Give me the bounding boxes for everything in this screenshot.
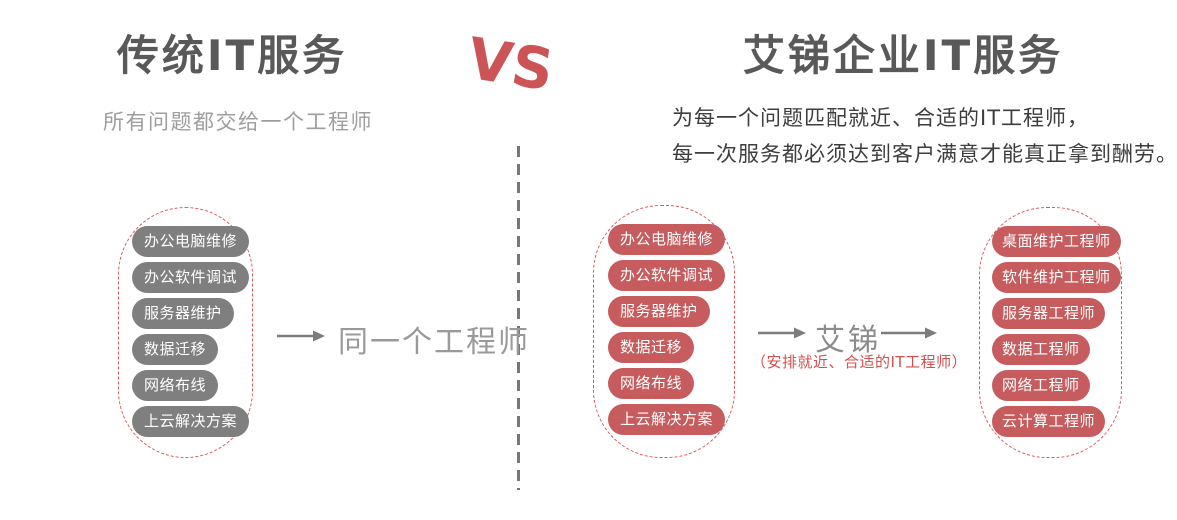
engineer-pill: 云计算工程师 [992, 406, 1106, 437]
service-pill: 服务器维护 [608, 296, 710, 327]
left-title: 传统IT服务 [116, 31, 348, 80]
engineer-pill: 服务器工程师 [992, 298, 1106, 329]
engineer-pill: 桌面维护工程师 [992, 226, 1121, 257]
left-subtitle: 所有问题都交给一个工程师 [103, 110, 373, 134]
arrow-right-icon [881, 327, 937, 339]
service-pill: 数据迁移 [608, 332, 695, 363]
service-pill: 网络布线 [608, 368, 695, 399]
service-pill: 网络布线 [132, 370, 219, 401]
traditional-services-box: 办公电脑维修办公软件调试服务器维护数据迁移网络布线上云解决方案 [118, 207, 253, 458]
right-subtitle-line2: 每一次服务都必须达到客户满意才能真正拿到酬劳。 [672, 142, 1177, 166]
right-subtitle-line1: 为每一个问题匹配就近、合适的IT工程师， [672, 106, 1090, 130]
vertical-divider [517, 146, 520, 490]
engineer-pill: 软件维护工程师 [992, 262, 1121, 293]
arrow-right-icon [277, 330, 325, 342]
broker-label: 艾锑 [815, 323, 881, 358]
right-subtitle: 为每一个问题匹配就近、合适的IT工程师， 每一次服务都必须达到客户满意才能真正拿… [672, 100, 1177, 172]
engineer-pill: 数据工程师 [992, 334, 1090, 365]
service-pill: 办公软件调试 [608, 260, 726, 291]
service-pill: 数据迁移 [132, 334, 219, 365]
service-pill: 上云解决方案 [132, 406, 250, 437]
right-title: 艾锑企业IT服务 [742, 31, 1064, 80]
vs-label: VS [463, 25, 558, 105]
aiti-services-box: 办公电脑维修办公软件调试服务器维护数据迁移网络布线上云解决方案 [593, 205, 735, 458]
service-pill: 办公软件调试 [132, 262, 250, 293]
engineers-box: 桌面维护工程师软件维护工程师服务器工程师数据工程师网络工程师云计算工程师 [979, 207, 1122, 458]
engineer-pill: 网络工程师 [992, 370, 1090, 401]
service-pill: 服务器维护 [132, 298, 234, 329]
same-engineer-label: 同一个工程师 [338, 325, 530, 360]
broker-note: （安排就近、合适的IT工程师） [751, 353, 968, 371]
arrow-right-icon [758, 327, 806, 339]
service-pill: 办公电脑维修 [132, 226, 250, 257]
service-pill: 上云解决方案 [608, 404, 726, 435]
service-pill: 办公电脑维修 [608, 224, 726, 255]
